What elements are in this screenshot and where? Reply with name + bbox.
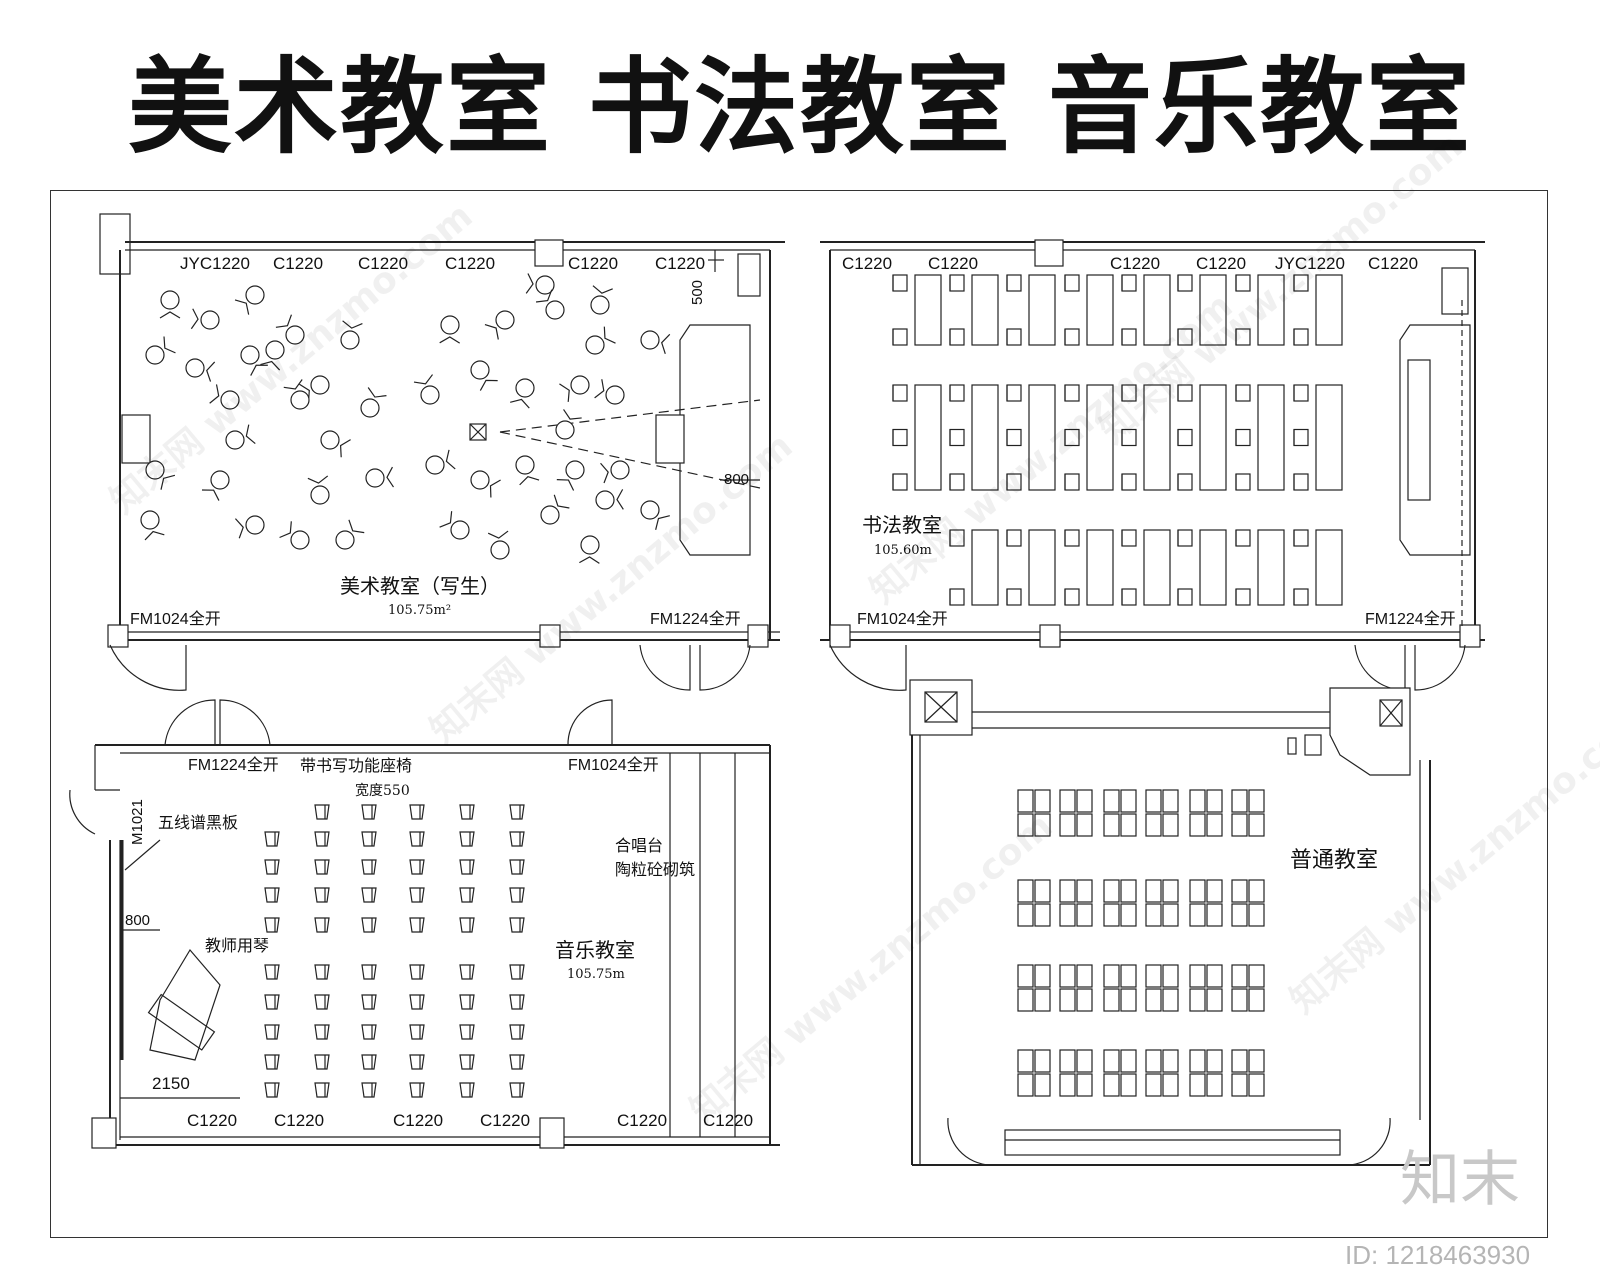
art-window-2: C1220 bbox=[273, 254, 324, 273]
art-window-4: C1220 bbox=[445, 254, 496, 273]
cal-room-area: 105.60m bbox=[874, 543, 932, 558]
music-door-side: M1021 bbox=[129, 799, 146, 845]
cal-window-6: C1220 bbox=[1368, 254, 1419, 273]
music-dim-800: 800 bbox=[125, 912, 151, 929]
cal-door-left: FM1024全开 bbox=[857, 611, 948, 628]
music-label-chair: 带书写功能座椅 bbox=[300, 756, 413, 775]
cal-window-3: C1220 bbox=[1110, 254, 1161, 273]
calligraphy-room-walls bbox=[820, 239, 1485, 691]
music-window-1: C1220 bbox=[187, 1111, 238, 1130]
music-label-chorus-material: 陶粒砼砌筑 bbox=[615, 860, 696, 879]
cal-door-right: FM1224全开 bbox=[1365, 611, 1456, 628]
music-room-name: 音乐教室 bbox=[555, 938, 635, 962]
music-window-5: C1220 bbox=[617, 1111, 668, 1130]
music-window-4: C1220 bbox=[480, 1111, 531, 1130]
calligraphy-room-desks bbox=[892, 274, 1343, 606]
cal-room-name: 书法教室 bbox=[862, 513, 942, 537]
title-calligraphy: 书法教室 bbox=[587, 46, 1012, 168]
art-dim-500: 500 bbox=[689, 279, 706, 305]
music-window-2: C1220 bbox=[274, 1111, 325, 1130]
cal-window-2: C1220 bbox=[928, 254, 979, 273]
music-door-top-right: FM1024全开 bbox=[568, 757, 659, 774]
art-room-seats bbox=[140, 273, 671, 564]
art-window-6: C1220 bbox=[655, 254, 706, 273]
art-window-5: C1220 bbox=[568, 254, 619, 273]
cal-window-4: C1220 bbox=[1196, 254, 1247, 273]
music-room-walls bbox=[69, 699, 780, 1149]
music-label-width: 宽度550 bbox=[355, 783, 410, 799]
image-id: ID: 1218463930 bbox=[1345, 1240, 1531, 1270]
music-room-area: 105.75m bbox=[567, 967, 625, 982]
normal-room-name: 普通教室 bbox=[1290, 848, 1379, 873]
music-label-board: 五线谱黑板 bbox=[158, 813, 239, 832]
music-label-chorus: 合唱台 bbox=[615, 836, 664, 855]
art-door-left: FM1024全开 bbox=[130, 611, 221, 628]
music-label-piano: 教师用琴 bbox=[205, 936, 270, 955]
music-room-chairs bbox=[264, 804, 525, 1098]
art-room-walls bbox=[99, 213, 785, 691]
art-room-name: 美术教室（写生） bbox=[340, 574, 500, 598]
normal-room-desks bbox=[1017, 789, 1265, 1097]
art-window-3: C1220 bbox=[358, 254, 409, 273]
brand-logo: 知末 bbox=[1400, 1145, 1520, 1215]
title-music: 音乐教室 bbox=[1048, 46, 1473, 168]
cal-window-5: JYC1220 bbox=[1275, 254, 1345, 273]
drawing-frame bbox=[50, 190, 1548, 1238]
art-door-right: FM1224全开 bbox=[650, 611, 741, 628]
music-window-6: C1220 bbox=[703, 1111, 754, 1130]
normal-room-walls bbox=[909, 679, 1431, 1166]
music-window-3: C1220 bbox=[393, 1111, 444, 1130]
art-dim-800: 800 bbox=[724, 471, 750, 488]
cal-window-1: C1220 bbox=[842, 254, 893, 273]
page-title: 美术教室书法教室音乐教室 bbox=[0, 22, 1600, 173]
art-window-1: JYC1220 bbox=[180, 254, 250, 273]
art-room-area: 105.75m² bbox=[388, 603, 452, 618]
music-door-top-left: FM1224全开 bbox=[188, 757, 279, 774]
title-art: 美术教室 bbox=[127, 46, 552, 168]
music-dim-2150: 2150 bbox=[152, 1074, 190, 1093]
